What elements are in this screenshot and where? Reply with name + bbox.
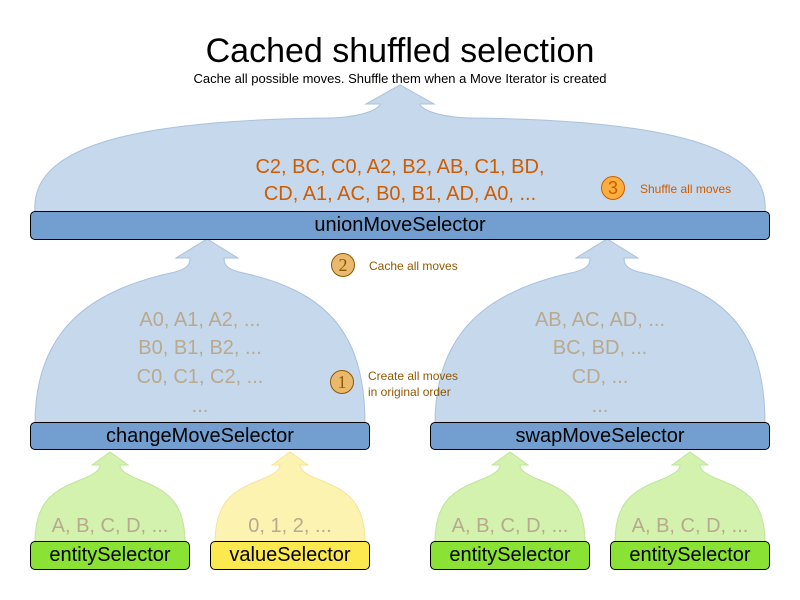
swap-moves-line-1: AB, AC, AD, ... [534, 309, 666, 331]
step-1-text-line-1: Create all moves [368, 369, 459, 383]
swap-move-selector[interactable]: swapMoveSelector [430, 422, 770, 450]
entity-selector-2[interactable]: entitySelector [430, 541, 590, 570]
union-moves-line-1: C2, BC, C0, A2, B2, AB, C1, BD, [255, 156, 545, 178]
union-moves-line-2: CD, A1, AC, B0, B1, AD, A0, ... [263, 183, 537, 205]
entity-selector-1[interactable]: entitySelector [30, 541, 190, 570]
step-2-text: Cache all moves [369, 259, 458, 273]
leaf-2-values: 0, 1, 2, ... [248, 515, 332, 537]
swap-moves-line-3: CD, ... [571, 366, 629, 388]
step-3-badge: 3 [601, 176, 625, 200]
value-selector[interactable]: valueSelector [210, 541, 370, 570]
union-dome [34, 84, 766, 213]
change-dome [34, 238, 366, 425]
step-1-badge: 1 [330, 370, 354, 394]
leaf-3-values: A, B, C, D, ... [451, 515, 569, 537]
change-moves-line-3: C0, C1, C2, ... [136, 366, 264, 388]
union-move-selector[interactable]: unionMoveSelector [30, 211, 770, 240]
swap-moves-line-4: ... [591, 395, 609, 417]
entity-selector-3[interactable]: entitySelector [610, 541, 770, 570]
change-move-selector[interactable]: changeMoveSelector [30, 422, 370, 450]
page-subtitle: Cache all possible moves. Shuffle them w… [193, 71, 607, 86]
step-1-text-line-2: in original order [368, 385, 451, 399]
step-2-badge: 2 [331, 253, 355, 277]
change-moves-line-4: ... [191, 395, 209, 417]
leaf-dome-entity-2 [434, 451, 586, 544]
swap-dome [434, 238, 766, 425]
page-title: Cached shuffled selection [205, 32, 595, 70]
change-moves-line-1: A0, A1, A2, ... [139, 309, 261, 331]
leaf-dome-entity-3 [614, 451, 766, 544]
leaf-dome-value [214, 451, 366, 544]
leaf-1-values: A, B, C, D, ... [51, 515, 169, 537]
leaf-4-values: A, B, C, D, ... [631, 515, 749, 537]
leaf-dome-entity-1 [34, 451, 186, 544]
swap-moves-line-2: BC, BD, ... [552, 337, 648, 359]
change-moves-line-2: B0, B1, B2, ... [138, 337, 262, 359]
step-3-text: Shuffle all moves [640, 182, 732, 196]
